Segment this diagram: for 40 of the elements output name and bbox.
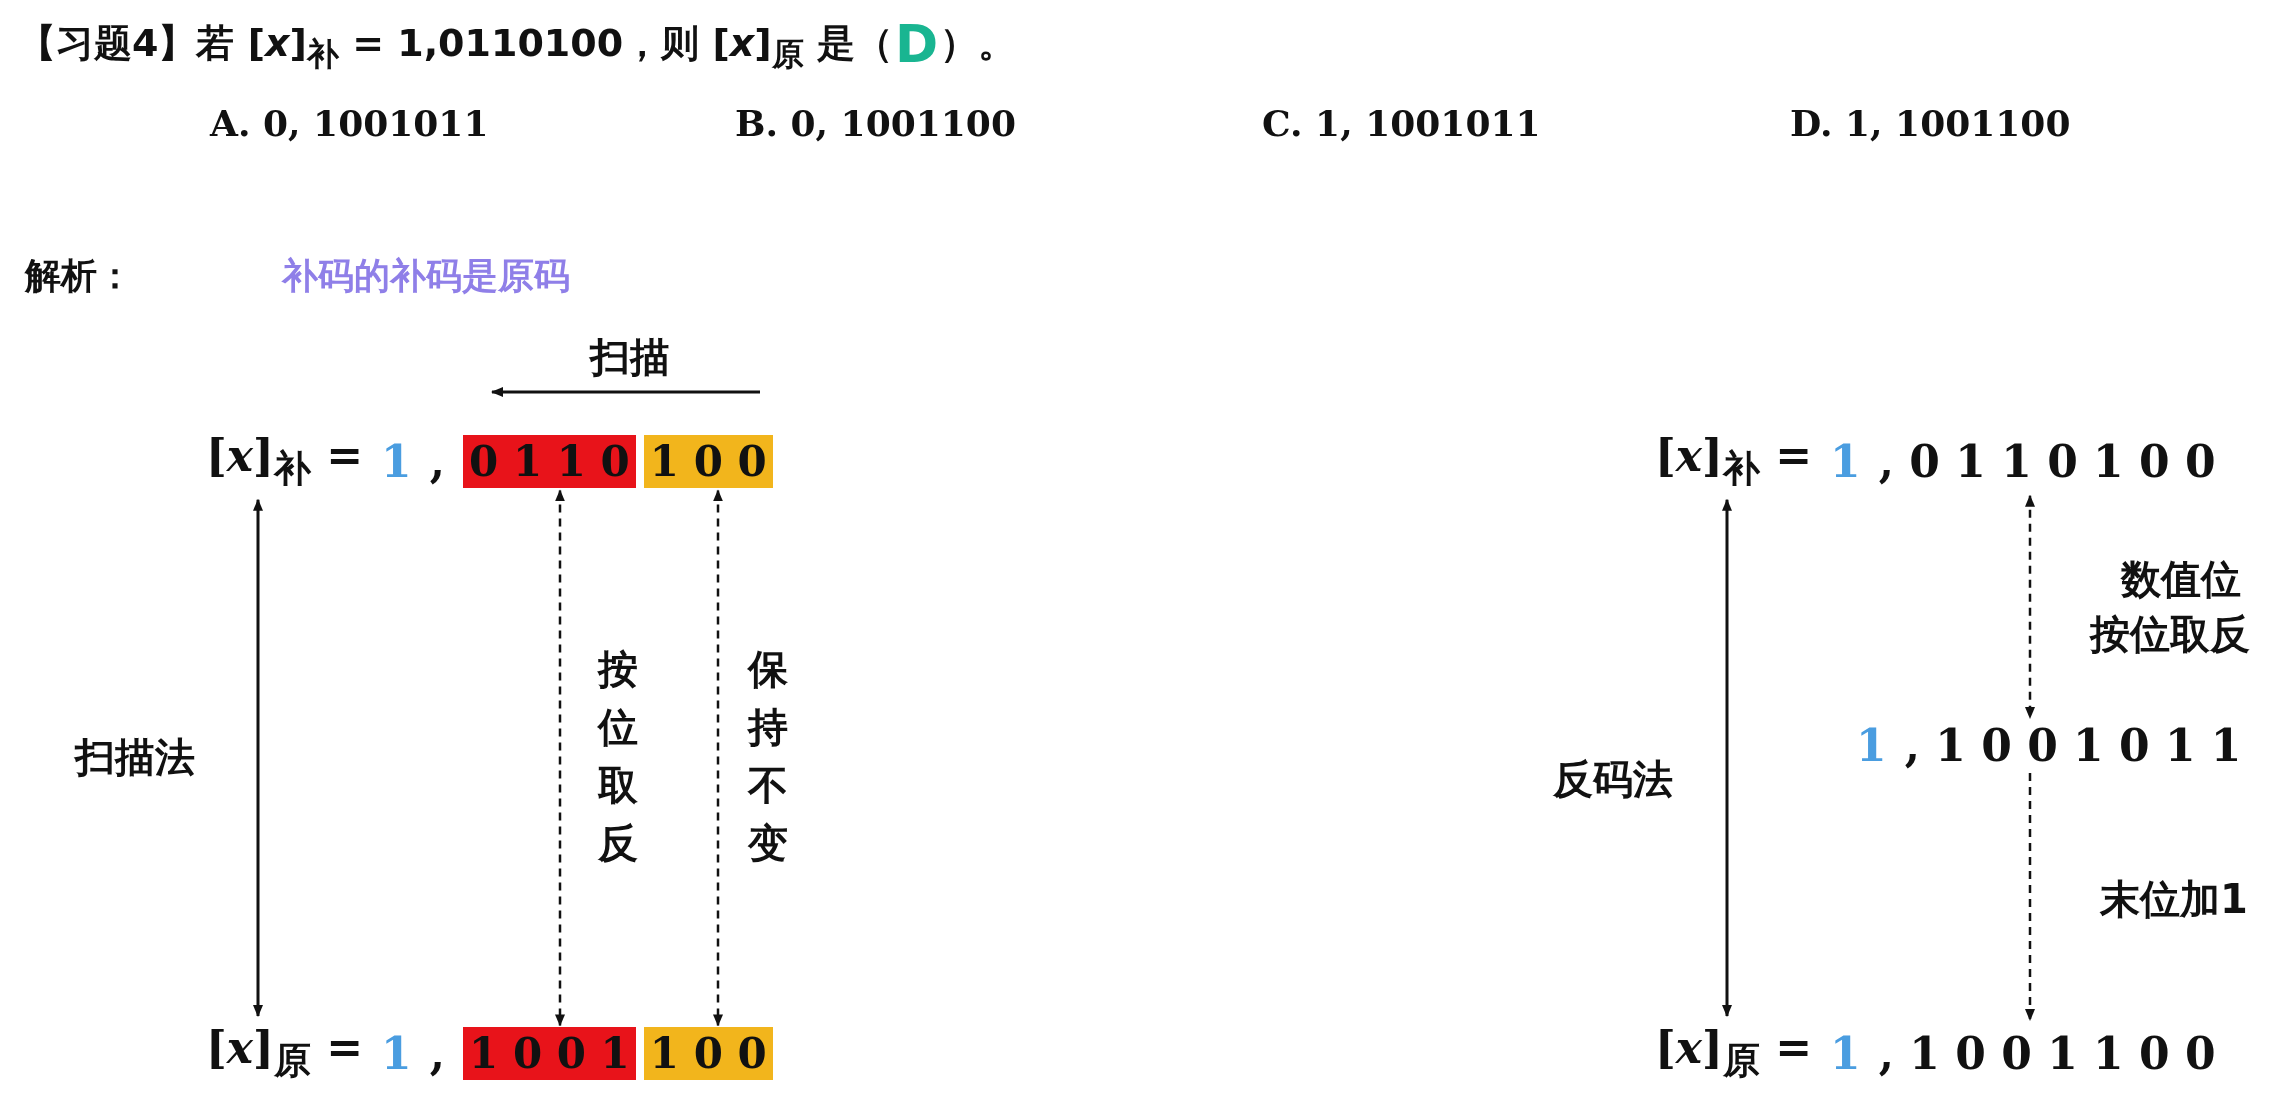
digit-box: 1 0 0 <box>643 435 773 489</box>
formula-text: , <box>429 436 446 488</box>
option-text: A. 0, 1001011 <box>210 102 489 144</box>
digit-box: 1 0 0 1 <box>463 1027 636 1081</box>
section-heading: 解析： <box>25 254 133 298</box>
digit-box: 0 1 1 0 <box>463 435 636 489</box>
edge-label: 按位取反 <box>598 645 638 868</box>
edge-label: 数值位按位取反 <box>2090 555 2250 659</box>
option-text: B. 0, 1001100 <box>735 102 1016 144</box>
sign-bit: 1 <box>1830 436 1861 488</box>
edge-label: 末位加1 <box>2100 875 2248 924</box>
formula-text: [x]$_{原}$ = <box>206 1022 364 1084</box>
sign-bit: 1 <box>381 1028 412 1080</box>
formula-text: , 1 0 0 1 1 0 0 <box>1878 1028 2216 1080</box>
formula-text: , 0 1 1 0 1 0 0 <box>1878 436 2216 488</box>
sign-bit: 1 <box>381 436 412 488</box>
scan-label: 扫描 <box>590 333 670 382</box>
formula-text: [x]$_{原}$ = <box>1655 1022 1813 1084</box>
arrow <box>253 498 263 1017</box>
formula-text: [x]$_{补}$ = <box>206 430 364 492</box>
edge-label: 反码法 <box>1553 755 1673 804</box>
arrow <box>2025 773 2035 1021</box>
sign-bit: 1 <box>1856 720 1887 771</box>
title: 【习题4】若 [x]$_{补}$ = 1,0110100，则 [x]$_{原}$ 是（ <box>18 20 893 74</box>
edge-label: 保持不变 <box>748 645 788 868</box>
arrow <box>1722 498 1732 1017</box>
formula-text: [x]$_{补}$ = <box>1655 430 1813 492</box>
note-text: 补码的补码是原码 <box>282 254 570 298</box>
digit-box: 1 0 0 <box>643 1027 773 1081</box>
arrow <box>713 489 723 1027</box>
formula-text: , <box>429 1028 446 1080</box>
sign-bit: 1 <box>1830 1028 1861 1080</box>
edge-label: 扫描法 <box>75 733 195 782</box>
arrow <box>2025 494 2035 719</box>
arrow <box>555 489 565 1027</box>
answer-letter: D <box>894 14 939 74</box>
option-text: D. 1, 1001100 <box>1790 102 2071 144</box>
option-text: C. 1, 1001011 <box>1262 102 1541 144</box>
title-end: ）。 <box>940 20 1017 67</box>
formula-text: , 1 0 0 1 0 1 1 <box>1904 720 2242 771</box>
